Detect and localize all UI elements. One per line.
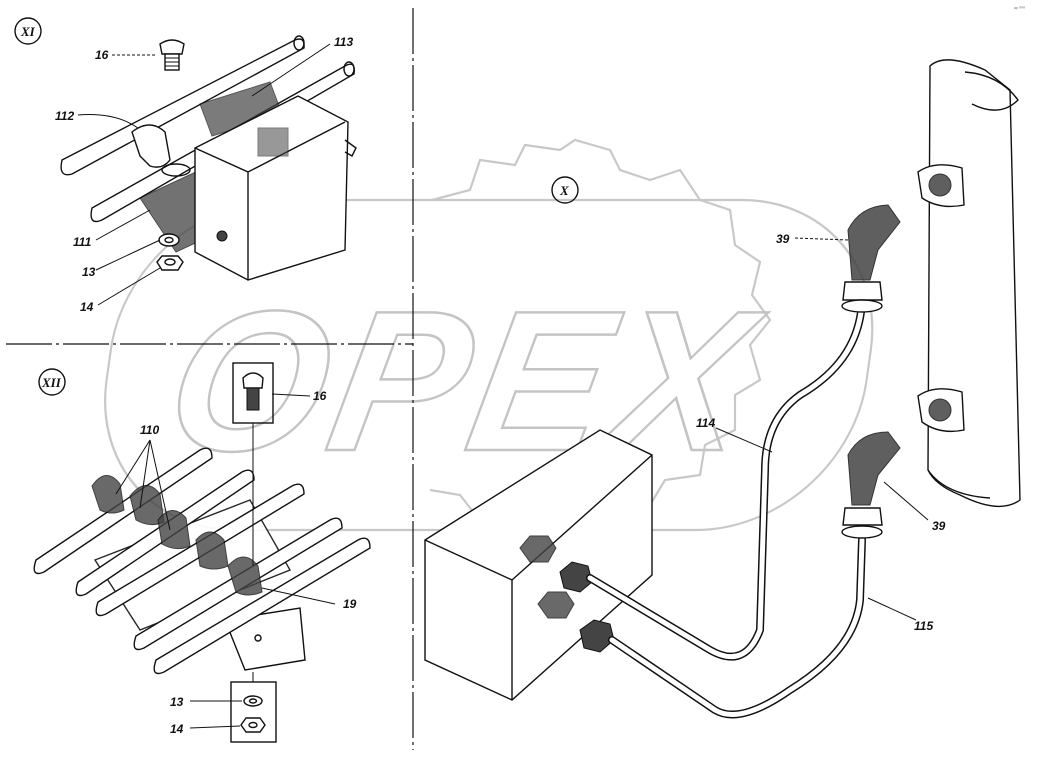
x-leaders: [715, 237, 929, 621]
xi-leaders: [77, 43, 331, 306]
xi-callout-113: 113: [334, 35, 353, 49]
x-callout-39-top: 39: [776, 232, 790, 246]
xi-callout-16: 16: [95, 48, 109, 62]
view-xii-label: XII: [38, 368, 66, 396]
x-callout-114: 114: [696, 416, 715, 430]
x-tank-fittings: [519, 535, 615, 653]
view-x-label-text: X: [559, 183, 569, 198]
xi-washer-13: [158, 233, 180, 247]
xii-callout-16: 16: [313, 389, 327, 403]
xii-nut-washer-inset: [230, 672, 277, 743]
xii-callout-110: 110: [140, 423, 159, 437]
x-elbow-39-top: [841, 204, 901, 313]
x-frame-cylinder: [917, 59, 1021, 508]
xi-pipe-upper: [60, 38, 305, 176]
xii-callout-14: 14: [170, 722, 184, 736]
view-xi-label: XI: [14, 17, 42, 45]
xii-bolt-16-inset: [232, 362, 274, 566]
xii-clamp-19: [227, 556, 263, 596]
xi-bracket-box: [194, 95, 357, 281]
x-callout-39-bottom: 39: [932, 519, 946, 533]
xi-clamp-112: [131, 124, 171, 168]
xii-leaders: [115, 393, 336, 729]
corner-mark: ᵃᵖ ⁰⁰⁰: [1014, 6, 1025, 12]
xii-callout-19: 19: [343, 597, 357, 611]
xi-callout-14: 14: [80, 300, 94, 314]
x-elbow-39-bottom: [841, 431, 901, 539]
xii-clamps-110: [91, 475, 229, 570]
view-dividers: [6, 8, 414, 750]
x-callout-115: 115: [914, 619, 933, 633]
view-xii: XII: [33, 362, 371, 743]
view-xii-label-text: XII: [41, 375, 62, 390]
view-x-label: X: [551, 176, 579, 204]
xii-nut-14: [240, 717, 266, 733]
xi-callout-13: 13: [82, 265, 96, 279]
xi-nut-14: [156, 255, 184, 271]
xi-callout-111: 111: [73, 235, 92, 249]
view-xi-label-text: XI: [20, 24, 36, 39]
xii-washer-13: [243, 695, 263, 707]
xi-bolt-16: [159, 39, 185, 71]
xi-callout-112: 112: [55, 109, 74, 123]
view-xi: XI: [14, 17, 357, 314]
xii-callout-13: 13: [170, 695, 184, 709]
view-x: X: [424, 59, 1021, 719]
